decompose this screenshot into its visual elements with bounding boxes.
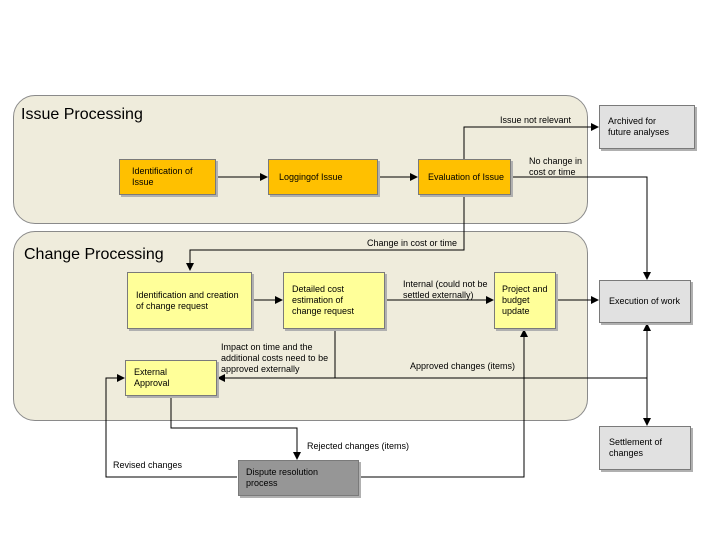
- arrow-dispute-to-approval: [105, 374, 237, 478]
- identification-of-issue-box: Identification of Issue: [119, 159, 216, 195]
- identification-of-issue-label: Identification of Issue: [132, 166, 193, 187]
- logging-of-issue-box: Loggingof Issue: [268, 159, 378, 195]
- settlement-of-changes-label: Settlement of changes: [609, 437, 663, 458]
- arrow-evaluation-to-execution: [511, 176, 651, 280]
- no-change-label: No change in cost or time: [529, 156, 583, 177]
- arrow-dispute-to-project: [359, 329, 528, 478]
- evaluation-of-issue-box: Evaluation of Issue: [418, 159, 511, 195]
- identification-change-request-box: Identification and creation of change re…: [127, 272, 252, 329]
- dispute-resolution-label: Dispute resolution process: [246, 467, 319, 488]
- issue-not-relevant-label: Issue not relevant: [500, 115, 572, 125]
- impact-external-approval-label: Impact on time and the additional costs …: [221, 342, 329, 374]
- issue-processing-title: Issue Processing: [21, 106, 143, 123]
- internal-label: Internal (could not be settled externall…: [403, 279, 488, 300]
- project-budget-update-label: Project and budget update: [502, 284, 548, 316]
- archived-label: Archived for future analyses: [608, 116, 670, 137]
- identification-change-request-label: Identification and creation of change re…: [136, 289, 239, 311]
- external-approval-box: External Approval: [125, 360, 217, 396]
- arrow-evaluation-to-change-request: [186, 196, 465, 271]
- detailed-cost-estimation-box: Detailed cost estimation of change reque…: [283, 272, 385, 329]
- revised-changes-label: Revised changes: [113, 460, 183, 470]
- rejected-changes-label: Rejected changes (items): [307, 441, 410, 451]
- dispute-resolution-box: Dispute resolution process: [238, 460, 359, 496]
- execution-of-work-label: Execution of work: [609, 296, 681, 306]
- logging-of-issue-label: Loggingof Issue: [279, 171, 343, 182]
- detailed-cost-estimation-label: Detailed cost estimation of change reque…: [292, 284, 355, 316]
- change-processing-title: Change Processing: [24, 246, 164, 263]
- settlement-of-changes-box: Settlement of changes: [599, 426, 691, 470]
- archived-box: Archived for future analyses: [599, 105, 695, 149]
- project-budget-update-box: Project and budget update: [494, 272, 556, 329]
- arrow-approval-to-dispute: [170, 396, 301, 460]
- approved-changes-label: Approved changes (items): [410, 361, 516, 371]
- arrow-evaluation-to-archived: [463, 123, 599, 159]
- execution-of-work-box: Execution of work: [599, 280, 691, 323]
- evaluation-of-issue-label: Evaluation of Issue: [428, 171, 505, 182]
- external-approval-label: External Approval: [134, 367, 170, 388]
- change-in-cost-or-time-label: Change in cost or time: [367, 238, 458, 248]
